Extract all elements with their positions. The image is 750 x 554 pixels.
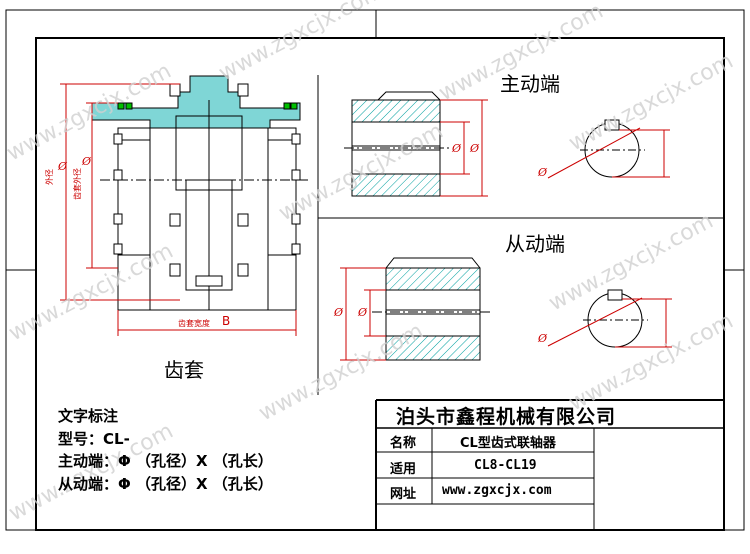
use-label: 适用 — [390, 462, 417, 477]
inner-border — [35, 37, 725, 531]
use-value: CL8-CL19 — [474, 458, 537, 473]
driving-end-drawing — [344, 91, 670, 197]
web-value: www.zgxcjx.com — [442, 483, 552, 498]
phi-symbol: Ø — [470, 142, 480, 155]
phi-symbol: Ø — [334, 306, 344, 319]
phi-symbol: Ø — [538, 332, 548, 345]
sleeve-view-title: 齿套 — [164, 358, 204, 382]
name-label: 名称 — [390, 436, 417, 451]
driving-end-title: 主动端 — [500, 72, 560, 96]
width-symbol: B — [222, 314, 231, 328]
phi-symbol: Ø — [538, 166, 548, 179]
model-line: 型号：CL- — [58, 430, 130, 448]
phi-symbol: Ø — [58, 160, 68, 173]
phi-symbol: Ø — [82, 155, 92, 168]
name-value: CL型齿式联轴器 — [460, 436, 556, 451]
company-name: 泊头市鑫程机械有限公司 — [396, 406, 617, 428]
notes-heading: 文字标注 — [58, 407, 119, 425]
driven-end-title: 从动端 — [505, 232, 565, 256]
driving-end-line: 主动端：Φ （孔径）X （孔长） — [58, 452, 273, 470]
sleeve-width-label: 齿套宽度 — [178, 319, 210, 328]
title-block-grid — [375, 399, 724, 530]
sleeve-diameter-label: 齿套外径 — [73, 168, 82, 200]
web-label: 网址 — [390, 487, 417, 502]
coupling-sleeve-drawing — [60, 75, 310, 336]
driven-end-drawing — [340, 257, 672, 361]
outer-diameter-label: 外径 — [45, 169, 54, 185]
phi-symbol: Ø — [358, 306, 368, 319]
driven-end-line: 从动端：Φ （孔径）X （孔长） — [58, 475, 273, 493]
phi-symbol: Ø — [452, 142, 462, 155]
